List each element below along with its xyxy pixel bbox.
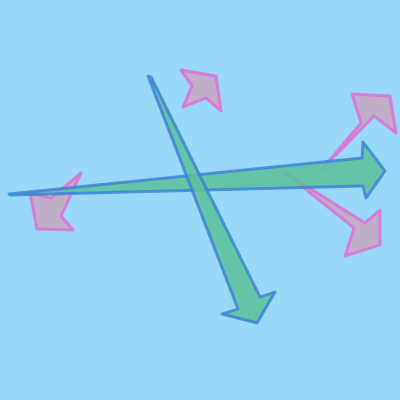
green-arrow-diagonal [146, 74, 277, 325]
pink-arrow-bottom-right [282, 170, 382, 258]
green-arrow-horizontal [7, 140, 387, 200]
pink-arrow-top-right [320, 92, 398, 171]
pink-arrow-top-small [179, 68, 223, 113]
